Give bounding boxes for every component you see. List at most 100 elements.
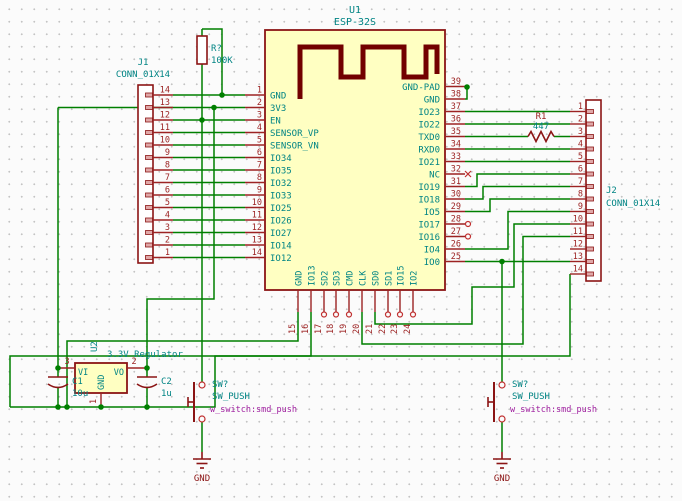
j2-pin-number: 2	[578, 115, 583, 125]
junction-dot	[55, 404, 61, 410]
gnd-symbol-left[interactable]	[193, 452, 211, 469]
esp-pin-number: 20	[352, 324, 362, 334]
wire[interactable]	[146, 107, 215, 369]
wire[interactable]	[202, 28, 223, 95]
esp-pin-number: 11	[252, 211, 262, 221]
j1-ref-label: J1	[138, 58, 149, 68]
j1-pin-number: 9	[165, 148, 170, 158]
esp-pin-name: IO26	[270, 217, 292, 227]
regulator-u2[interactable]	[58, 362, 147, 407]
esp-pin-number: 2	[257, 98, 262, 108]
esp-pin-number: 37	[451, 102, 461, 112]
esp-pin-name: GND	[270, 92, 286, 102]
j2-pin-number: 11	[573, 227, 583, 237]
esp-pin-number: 34	[451, 140, 461, 150]
j2-pin-number: 1	[578, 102, 583, 112]
esp-pin-number: 4	[257, 123, 262, 133]
j1-pin-number: 8	[165, 161, 170, 171]
switch-contact	[498, 415, 506, 423]
esp-pin-number: 31	[451, 177, 461, 187]
esp-pin-number: 1	[257, 86, 262, 96]
esp-pin-name: SD3	[333, 271, 343, 286]
switch-contact	[198, 415, 206, 423]
capacitor-c1[interactable]	[47, 376, 69, 389]
j2-body[interactable]	[585, 99, 602, 282]
esp-pin-number: 7	[257, 161, 262, 171]
j2-pin-number: 7	[578, 177, 583, 187]
sw-right-value-label: SW_PUSH	[512, 392, 550, 402]
j2-ref-label: J2	[606, 186, 617, 196]
esp-pin-number: 39	[451, 77, 461, 87]
cap-plate-curved	[136, 383, 158, 389]
esp-pin-name: IO19	[418, 183, 440, 193]
u2-pin-vo-label: VO	[114, 368, 124, 378]
esp-body[interactable]	[264, 29, 446, 291]
wire[interactable]	[361, 235, 570, 345]
pin-pad	[145, 230, 153, 235]
u2-value-label: 3.3V Regulator	[107, 350, 183, 360]
esp-pin-name: IO0	[424, 258, 440, 268]
wire[interactable]	[465, 198, 570, 213]
esp-pin-name: GND-PAD	[402, 83, 440, 93]
gnd-symbol-right[interactable]	[493, 452, 511, 469]
pin-pad	[145, 242, 153, 248]
resistor-r1[interactable]	[527, 129, 555, 144]
wire[interactable]	[9, 312, 312, 407]
esp-pin-name: IO21	[418, 158, 440, 168]
esp-pin-number: 16	[301, 324, 311, 334]
pin-pad	[145, 205, 153, 210]
pin-pad	[586, 134, 594, 139]
esp-pin-number: 9	[257, 186, 262, 196]
wire[interactable]	[66, 312, 299, 407]
connector-j1[interactable]	[137, 84, 154, 264]
esp-pin-name: CLK	[359, 270, 369, 286]
regulator-body[interactable]	[74, 362, 128, 394]
wire[interactable]	[465, 173, 570, 188]
wire[interactable]	[465, 210, 570, 250]
esp-pin-name: IO33	[270, 192, 292, 202]
esp-pin-name: IO14	[270, 242, 292, 252]
u2-pin-gnd-label: GND	[97, 375, 107, 390]
esp-pin-number: 12	[252, 223, 262, 233]
pin-pad	[586, 159, 594, 164]
j1-pin-number: 4	[165, 211, 170, 221]
c1-ref-label: C1	[72, 377, 83, 387]
connector-j2[interactable]	[585, 99, 602, 282]
esp-pin-number: 18	[326, 324, 336, 334]
resistor-body[interactable]	[196, 35, 208, 65]
pin-pad	[586, 121, 594, 127]
esp-pin-number: 27	[451, 227, 461, 237]
gnd-right-label: GND	[494, 474, 510, 484]
j1-pin-number: 5	[165, 198, 170, 208]
j1-body[interactable]	[137, 84, 154, 264]
esp-pin-name: IO35	[270, 167, 292, 177]
esp-pin-name: IO13	[308, 266, 318, 286]
r-pullup-ref-label: R?	[211, 44, 222, 54]
esp-pin-name: SENSOR_VN	[270, 142, 319, 152]
junction-dot	[144, 365, 150, 371]
nc-circle	[345, 311, 353, 318]
c1-value-label: 10u	[72, 389, 88, 399]
esp-pin-name: IO2	[410, 271, 420, 286]
wire[interactable]	[374, 223, 570, 325]
j1-pin-number: 1	[165, 248, 170, 258]
j2-pin-number: 9	[578, 202, 583, 212]
esp-pin-number: 8	[257, 173, 262, 183]
wire[interactable]	[465, 185, 570, 200]
push-button-right[interactable]	[487, 381, 506, 423]
esp-pin-number: 23	[390, 324, 400, 334]
esp-pin-number: 21	[365, 324, 375, 334]
j2-pin-number: 3	[578, 127, 583, 137]
esp32-module[interactable]	[264, 29, 446, 291]
pin-pad	[145, 92, 153, 98]
resistor-zigzag-icon	[527, 129, 555, 144]
push-button-left[interactable]	[187, 381, 206, 423]
pin-pad	[145, 155, 153, 160]
esp-pin-number: 35	[451, 127, 461, 137]
switch-contact	[498, 381, 506, 389]
esp-pin-number: 17	[314, 324, 324, 334]
capacitor-c2[interactable]	[136, 376, 158, 389]
esp-pin-name: IO15	[397, 266, 407, 286]
resistor-r-pullup[interactable]	[196, 35, 208, 65]
